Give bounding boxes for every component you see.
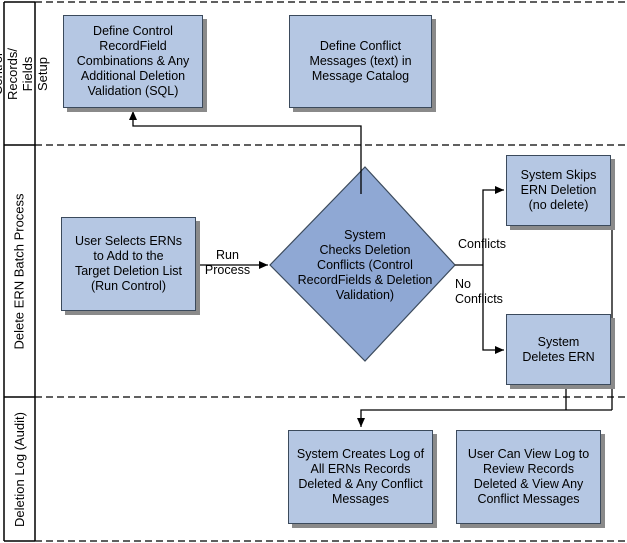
no-conflicts-label: No Conflicts — [455, 277, 503, 306]
decision-diamond — [269, 166, 456, 362]
lane-frame — [3, 1, 625, 542]
edge-conflicts — [482, 186, 504, 265]
connectors — [129, 111, 613, 427]
system-creates-log-box: System Creates Log of All ERNs Records D… — [288, 430, 433, 524]
edge-no-conflicts — [482, 265, 504, 354]
lane-label-setup: Control Records/ Fields Setup — [0, 47, 50, 100]
lane-label-batch: Delete ERN Batch Process — [12, 192, 28, 350]
system-deletes-box: System Deletes ERN — [506, 314, 611, 385]
edge-to-log — [357, 409, 612, 427]
user-selects-box: User Selects ERNs to Add to the Target D… — [61, 217, 196, 311]
system-checks-text: System Checks Deletion Conflicts (Contro… — [297, 227, 433, 302]
run-process-label: Run Process — [204, 248, 251, 277]
define-conflict-box: Define Conflict Messages (text) in Messa… — [289, 15, 432, 108]
user-view-log-box: User Can View Log to Review Records Dele… — [456, 430, 601, 524]
edge-to-setup — [129, 111, 362, 194]
lane-label-log: Deletion Log (Audit) — [12, 411, 27, 527]
conflicts-label: Conflicts — [458, 237, 506, 251]
define-control-box: Define Control RecordField Combinations … — [63, 15, 203, 108]
system-skips-box: System Skips ERN Deletion (no delete) — [506, 155, 611, 226]
